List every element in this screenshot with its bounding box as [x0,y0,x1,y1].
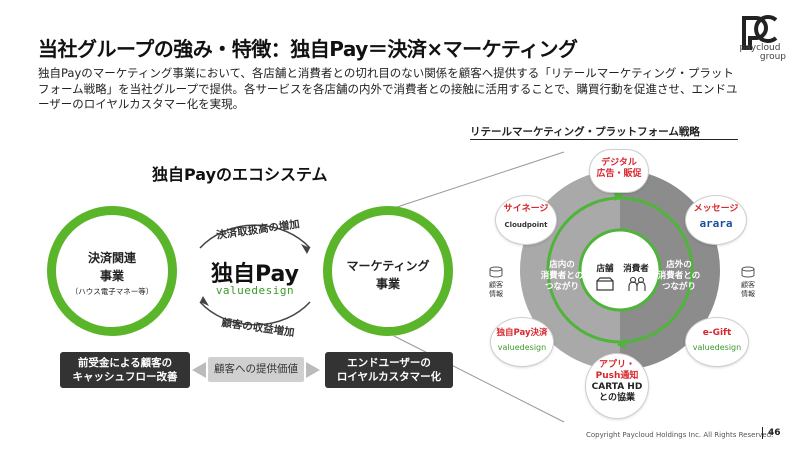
consumer-icon [628,276,646,291]
ecosystem-arcs [199,224,311,326]
node-message-brand: arara [699,217,733,230]
marketing-business-line1: マーケティング [346,259,430,273]
node-app-line2: Push通知 [595,371,639,381]
node-signage-label: サイネージ [503,204,549,214]
outstore-line1: 店外の [666,260,692,270]
center-brand-name: 独自Pay [210,262,300,287]
payment-business-line2: 事業 [99,269,124,283]
value-cashflow-line1: 前受金による顧客の [77,357,173,369]
payment-business-sub: （ハウス電子マネー等） [70,287,154,296]
intro-text: 独自Payのマーケティング事業において、各店舗と消費者との切れ目のない関係を顧客… [38,66,738,111]
node-digital-ad-line1: デジタル [601,158,637,168]
page-divider [762,427,763,439]
platform-title: リテールマーケティング・プラットフォーム戦略 [470,126,700,138]
node-signage: サイネージ Cloudpoint [496,196,556,244]
logo-line1: paycloud [739,43,781,53]
node-pay-label: 独自Pay決済 [496,328,548,338]
value-provided-box: 顧客への提供価値 [208,357,304,382]
node-pay-brand: valuedesign [497,343,547,352]
instore-line1: 店内の [549,260,575,270]
connector-lines [393,151,565,423]
node-digital-ad-line2: 広告・販促 [596,169,642,179]
payment-business-circle: 決済関連 事業 （ハウス電子マネー等） [47,206,177,336]
database-icon [741,266,755,278]
node-app-push: アプリ・ Push通知 CARTA HD との協業 [586,354,648,418]
node-signage-brand: Cloudpoint [504,221,548,229]
payment-business-line1: 決済関連 [87,251,136,265]
page-number: 46 [768,428,781,438]
node-message: メッセージ arara [686,196,746,244]
node-app-line1: アプリ・ [598,360,635,370]
platform-title-underline [470,139,738,140]
marketing-business-circle: マーケティング 事業 [323,206,453,336]
value-cashflow-box: 前受金による顧客の キャッシュフロー改善 [60,352,190,388]
customer-info-left-line2: 情報 [489,290,503,298]
outstore-line3: つながり [661,282,696,292]
slide-title: 当社グループの強み・特徴：独自Pay＝決済×マーケティング [38,37,578,61]
marketing-business-line2: 事業 [375,277,400,291]
instore-line2: 消費者との [540,271,584,281]
logo-wordmark: paycloud group [728,44,792,62]
value-loyalty-line1: エンドユーザーの [347,357,431,369]
node-app-line4: との協業 [599,393,635,403]
instore-connection-label: 店内の 消費者との つながり [532,260,592,293]
customer-info-left-line1: 顧客 [489,281,503,289]
instore-line3: つながり [544,282,579,292]
store-icon [596,277,614,291]
outstore-connection-label: 店外の 消費者との つながり [649,260,709,293]
node-pay: 独自Pay決済 valuedesign [491,318,553,366]
paycloud-logo [742,15,778,50]
value-loyalty-line2: ロイヤルカスタマー化 [336,371,442,383]
hub-consumer-label: 消費者 [623,264,649,274]
node-digital-ad: デジタル 広告・販促 [590,150,648,192]
node-app-line3: CARTA HD [591,382,643,392]
node-egift-brand: valuedesign [692,343,742,352]
logo-line2: group [759,52,786,62]
node-message-label: メッセージ [693,204,739,214]
arrow-left-icon [192,362,206,378]
customer-info-right: 顧客 情報 [736,266,760,299]
customer-info-left: 顧客 情報 [484,266,508,299]
arrow-right-icon [306,362,320,378]
center-brand-sub: valuedesign [215,284,295,297]
node-egift-label: e-Gift [702,328,732,338]
outstore-line2: 消費者との [657,271,701,281]
ecosystem-title: 独自Payのエコシステム [152,165,328,184]
value-cashflow-line2: キャッシュフロー改善 [72,371,178,383]
database-icon [489,266,503,278]
node-egift: e-Gift valuedesign [686,318,748,366]
copyright: Copyright Paycloud Holdings Inc. All Rig… [586,431,774,439]
customer-info-right-line2: 情報 [741,290,755,298]
customer-info-right-line1: 顧客 [741,281,755,289]
value-loyalty-box: エンドユーザーの ロイヤルカスタマー化 [325,352,453,388]
hub-store-label: 店舗 [596,264,614,274]
